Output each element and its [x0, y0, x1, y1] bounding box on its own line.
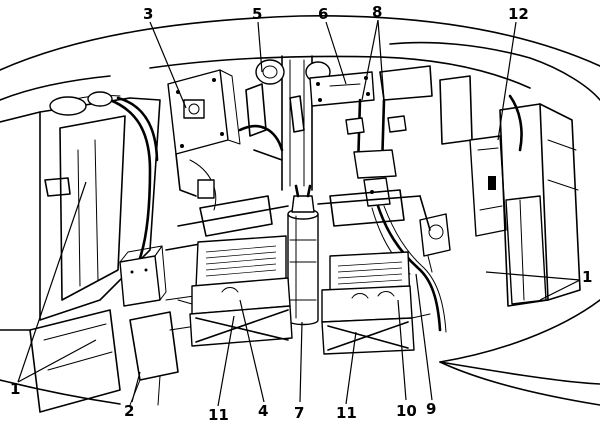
- callout-11-left: 11: [208, 406, 229, 424]
- callout-10: 10: [396, 402, 417, 420]
- upper-bracket: [309, 71, 375, 107]
- floor-frame: [165, 189, 431, 331]
- right-panel: [439, 75, 581, 307]
- leader-lines: [17, 19, 581, 407]
- left-battery: [177, 235, 293, 347]
- callout-5: 5: [252, 5, 262, 23]
- callout-labels: 1 2 3 4 5 6 7 8 9 10 11 11 12 1: [10, 3, 592, 424]
- callout-11-right: 11: [336, 404, 357, 422]
- control-levers: [345, 65, 433, 207]
- callout-6: 6: [318, 5, 328, 23]
- hull-outline: [0, 15, 600, 406]
- wiring-harness: [371, 204, 451, 333]
- junction-box: [119, 245, 179, 406]
- callout-2: 2: [124, 402, 134, 420]
- callout-4: 4: [258, 402, 268, 420]
- callout-1: 1: [10, 380, 20, 398]
- right-battery: [321, 251, 431, 355]
- callout-8: 8: [372, 3, 382, 21]
- callout-1-right: 1: [582, 268, 592, 286]
- central-cylinder: [287, 184, 319, 326]
- callout-7: 7: [294, 404, 304, 422]
- callout-12: 12: [508, 5, 529, 23]
- instrument-panel: [167, 69, 241, 211]
- central-column: [238, 55, 331, 191]
- callout-9: 9: [426, 400, 436, 418]
- callout-3: 3: [143, 5, 153, 23]
- left-side-racks: [0, 91, 161, 413]
